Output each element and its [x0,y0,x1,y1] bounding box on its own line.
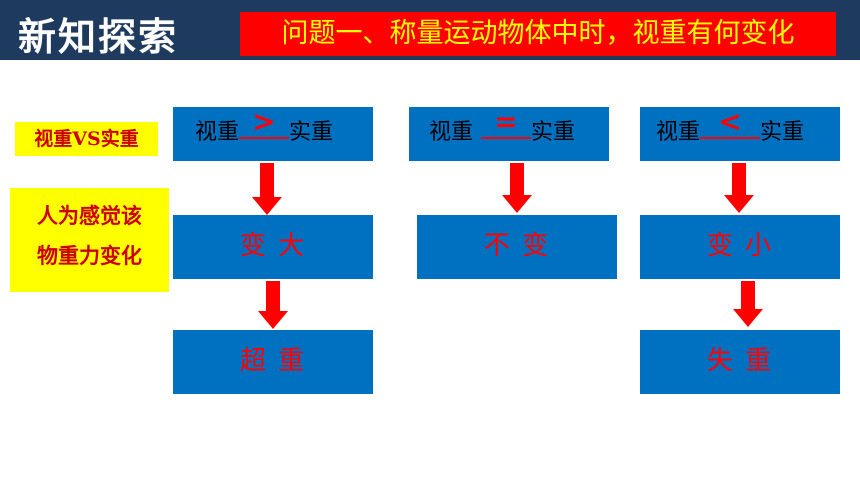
relation-left: 视重 [656,120,701,145]
relation-symbol: < [700,107,761,139]
relation-left: 视重 [429,120,474,145]
label-feel-line1: 人为感觉该 [37,203,142,228]
relation-symbol: = [481,107,532,139]
change-box-increase: 变 大 [173,215,373,279]
relation-right: 实重 [760,120,805,145]
outcome-box-overweight: 超 重 [173,330,373,394]
relation-right: 实重 [531,120,576,145]
down-arrow [258,281,288,329]
down-arrow [724,163,754,213]
change-box-unchanged: 不 变 [417,215,617,279]
relation-left: 视重 [195,120,240,145]
relation-symbol: > [239,107,290,139]
label-feel: 人为感觉该 物重力变化 [10,188,169,292]
down-arrow [502,163,532,213]
change-box-decrease: 变 小 [640,215,840,279]
question-banner: 问题一、称量运动物体中时，视重有何变化 [240,12,836,56]
relation-box-equal: 视重 =实重 [409,107,609,161]
page-title: 新知探索 [18,15,179,59]
outcome-box-weightless: 失 重 [640,330,840,394]
label-feel-line2: 物重力变化 [37,243,142,268]
relation-right: 实重 [289,120,334,145]
down-arrow [733,281,763,327]
down-arrow [252,163,282,215]
relation-box-less: 视重<实重 [640,107,840,161]
label-vs: 视重VS实重 [15,122,158,156]
relation-box-greater: 视重>实重 [173,107,373,161]
